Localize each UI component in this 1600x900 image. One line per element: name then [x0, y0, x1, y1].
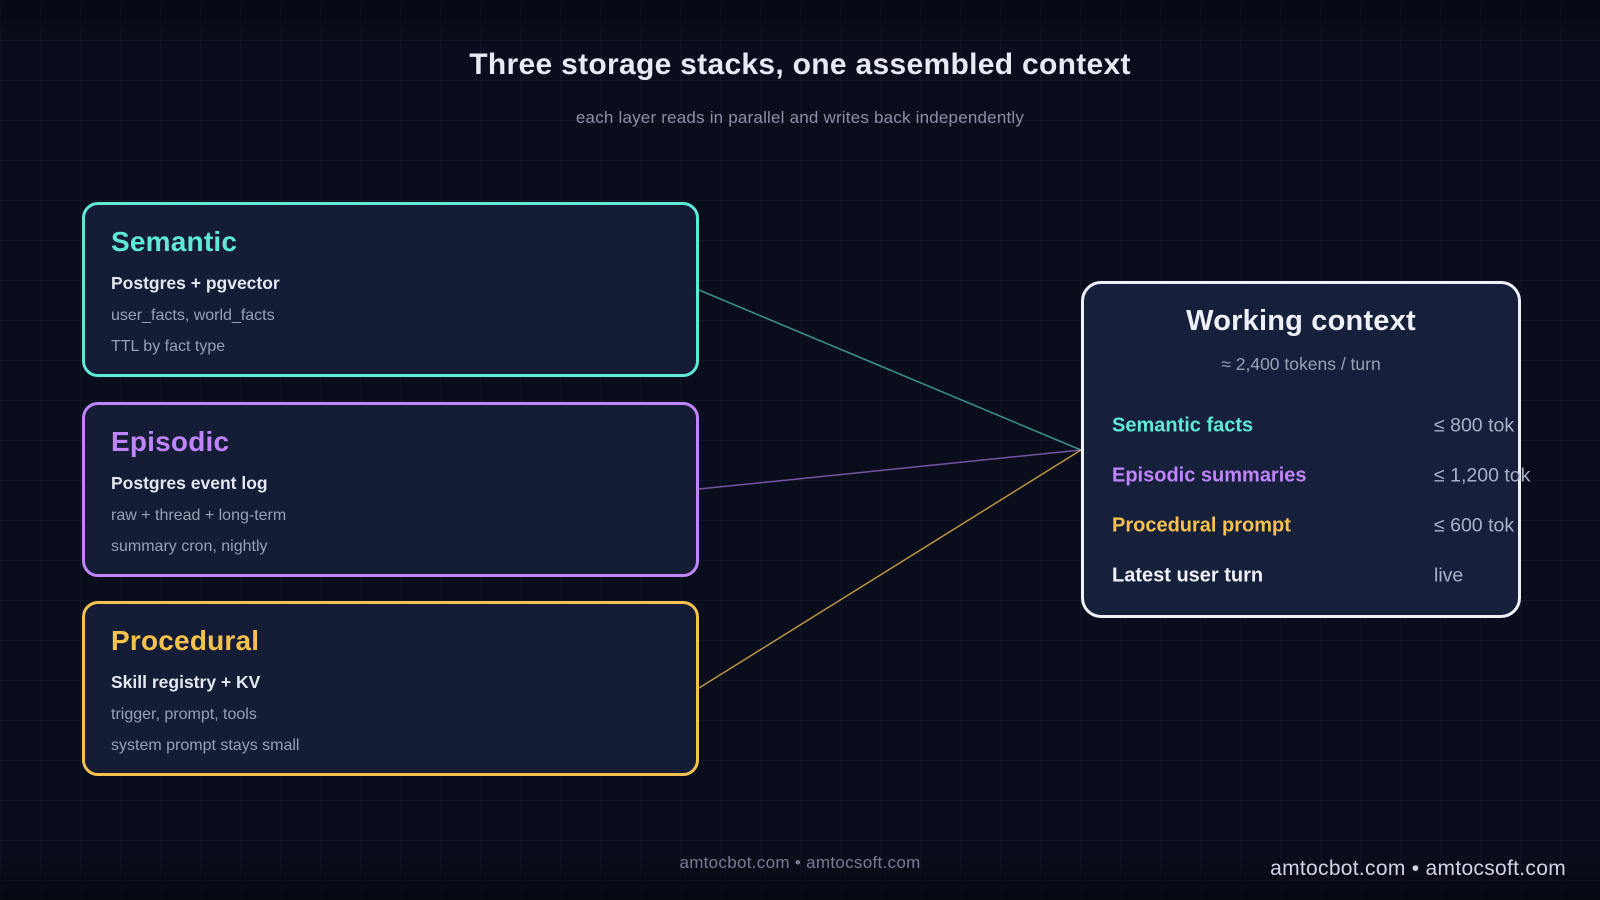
semantic-card-tech: Postgres + pgvector [111, 272, 280, 293]
context-row-episodic: Episodic summaries ≤ 1,200 tok [1084, 451, 1530, 501]
connector-episodic-line [698, 449, 1082, 490]
context-row-semantic: Semantic facts ≤ 800 tok [1084, 401, 1518, 451]
procedural-card-title: Procedural [111, 625, 260, 656]
context-row-latest-turn: Latest user turn live [1084, 551, 1518, 601]
context-row-value: ≤ 1,200 tok [1434, 464, 1531, 487]
episodic-card-tech: Postgres event log [111, 472, 268, 493]
procedural-card-detail: system prompt stays small [111, 736, 300, 754]
semantic-stack-card: Semantic Postgres + pgvector user_facts,… [82, 202, 699, 377]
semantic-card-detail: TTL by fact type [111, 337, 226, 355]
context-row-label: Procedural prompt [1112, 514, 1291, 537]
procedural-card-detail: trigger, prompt, tools [111, 705, 257, 723]
context-row-value: ≤ 600 tok [1434, 514, 1515, 537]
context-row-value: ≤ 800 tok [1434, 414, 1515, 437]
connector-semantic-line [698, 289, 1082, 451]
context-row-value: live [1434, 564, 1464, 587]
header: Three storage stacks, one assembled cont… [0, 0, 1600, 128]
procedural-stack-card: Procedural Skill registry + KV trigger, … [82, 601, 699, 776]
page-subtitle: each layer reads in parallel and writes … [575, 108, 1025, 127]
context-row-label: Semantic facts [1112, 414, 1254, 437]
context-row-procedural: Procedural prompt ≤ 600 tok [1084, 501, 1518, 551]
footer-watermark-right: amtocbot.com • amtocsoft.com [1270, 857, 1566, 880]
episodic-card-detail: summary cron, nightly [111, 537, 268, 555]
working-context-subtitle: ≈ 2,400 tokens / turn [1221, 354, 1381, 374]
working-context-card: Working context ≈ 2,400 tokens / turn Se… [1081, 281, 1530, 618]
working-context-title: Working context [1186, 305, 1416, 337]
context-row-label: Latest user turn [1112, 564, 1264, 587]
semantic-card-title: Semantic [111, 226, 238, 257]
connector-procedural-line [698, 449, 1082, 689]
context-row-label: Episodic summaries [1112, 464, 1307, 487]
episodic-card-detail: raw + thread + long-term [111, 506, 287, 524]
working-context-rows: Semantic facts ≤ 800 tok Episodic summar… [1084, 401, 1530, 601]
episodic-stack-card: Episodic Postgres event log raw + thread… [82, 402, 699, 577]
episodic-card-title: Episodic [111, 426, 230, 457]
semantic-card-detail: user_facts, world_facts [111, 306, 275, 324]
procedural-card-tech: Skill registry + KV [111, 671, 261, 692]
page-title: Three storage stacks, one assembled cont… [469, 48, 1131, 81]
